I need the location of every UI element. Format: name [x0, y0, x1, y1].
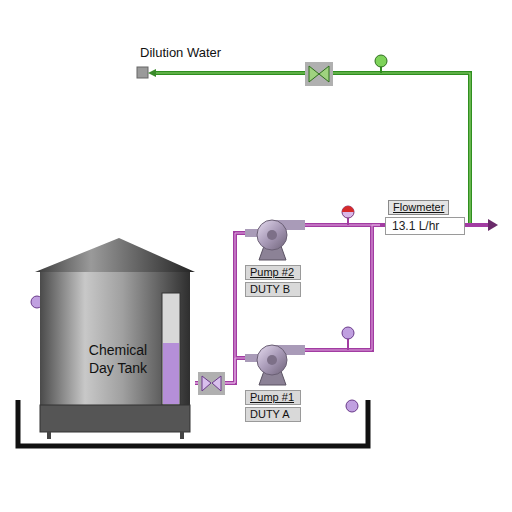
- pressure-dot-alarm: [342, 206, 354, 212]
- pressure-dot: [342, 206, 354, 218]
- valve-housing: [305, 62, 333, 86]
- valve-symbol: [319, 66, 329, 82]
- outlet-arrow: [488, 219, 498, 231]
- pump-hub: [267, 355, 277, 365]
- tank-leg: [47, 431, 51, 439]
- pump-symbol: [245, 337, 305, 387]
- valve-housing: [198, 372, 225, 395]
- pump-node: Pump #1 DUTY A: [245, 337, 301, 424]
- pump-name: Pump #1: [245, 390, 301, 405]
- pipe-highlight: [195, 358, 245, 383]
- pump-casing: [257, 220, 287, 250]
- tank-roof: [35, 238, 195, 272]
- tank-name: Chemical Day Tank: [75, 341, 161, 377]
- flowmeter-node: Flowmeter 13.1 L/hr: [385, 197, 465, 235]
- valve-symbol: [202, 376, 211, 391]
- pump-symbol: [245, 212, 305, 262]
- pump-casing: [257, 345, 287, 375]
- pump-node: Pump #2 DUTY B: [245, 212, 301, 299]
- dilution-pipe: [156, 73, 470, 225]
- leak-sensor: [346, 400, 358, 412]
- tank-shell: [40, 270, 190, 410]
- instrument-dot: [375, 55, 387, 67]
- pressure-dot: [342, 327, 354, 339]
- chemical-pipe: [301, 225, 385, 350]
- chemical-pipe: [195, 358, 245, 383]
- valve-symbol: [309, 66, 319, 82]
- flowmeter-title: Flowmeter: [388, 200, 449, 215]
- chemical-pipe: [195, 233, 245, 383]
- pipe-highlight: [195, 233, 245, 383]
- tank-shape: [35, 235, 195, 440]
- tank-node: Chemical Day Tank: [35, 235, 195, 440]
- sight-glass: [162, 293, 180, 405]
- tank-plinth: [40, 405, 190, 432]
- inlet-connection: [137, 67, 148, 78]
- chemical-level: [163, 343, 179, 404]
- flow-reading: 13.1 L/hr: [385, 217, 465, 235]
- pump-hub: [267, 230, 277, 240]
- pump-name: Pump #2: [245, 265, 301, 280]
- pipe-highlight: [301, 225, 385, 350]
- tank-leg: [180, 431, 184, 439]
- duty-label: DUTY A: [245, 407, 301, 422]
- bund-wall: [18, 400, 368, 446]
- duty-label: DUTY B: [245, 282, 301, 297]
- valve-symbol: [212, 376, 221, 391]
- dilution-pipe-highlight: [156, 73, 470, 225]
- inlet-arrow: [148, 69, 156, 77]
- line-label: Dilution Water: [140, 45, 221, 60]
